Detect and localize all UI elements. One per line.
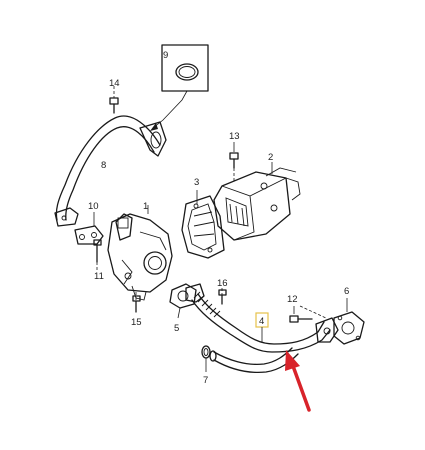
part-6-gasket bbox=[333, 298, 365, 345]
part-3-gasket-plate bbox=[181, 190, 225, 259]
callout-15: 15 bbox=[131, 317, 142, 328]
part-1-valve bbox=[107, 205, 173, 301]
callout-12: 12 bbox=[287, 294, 298, 305]
callout-9: 9 bbox=[163, 50, 168, 61]
callout-14: 14 bbox=[109, 78, 120, 89]
part-16-bolt bbox=[218, 288, 227, 305]
callout-16: 16 bbox=[217, 278, 228, 289]
red-highlight-arrow bbox=[285, 350, 311, 412]
part-5-gasket bbox=[169, 283, 197, 319]
callout-13: 13 bbox=[229, 131, 240, 142]
callout-5: 5 bbox=[174, 323, 179, 334]
part-10-gasket bbox=[74, 212, 104, 245]
callout-4: 4 bbox=[259, 316, 264, 327]
callout-8: 8 bbox=[101, 160, 106, 171]
part-13-bolt bbox=[229, 142, 239, 182]
part-15-bolt bbox=[132, 292, 141, 313]
part-12-bolt bbox=[289, 305, 327, 323]
callout-1: 1 bbox=[143, 201, 148, 212]
part-14-bolt bbox=[109, 86, 119, 114]
part-11-bolt bbox=[93, 239, 102, 270]
callout-10: 10 bbox=[88, 201, 99, 212]
callout-7: 7 bbox=[203, 375, 208, 386]
part-8-pipe bbox=[54, 115, 167, 227]
callout-6: 6 bbox=[344, 286, 349, 297]
callout-2: 2 bbox=[268, 152, 273, 163]
part-2-cooler bbox=[213, 162, 301, 241]
callout-11: 11 bbox=[94, 271, 104, 282]
callout-3: 3 bbox=[194, 177, 199, 188]
part-7-seal bbox=[201, 345, 211, 372]
part-9-inset-box bbox=[150, 44, 209, 131]
